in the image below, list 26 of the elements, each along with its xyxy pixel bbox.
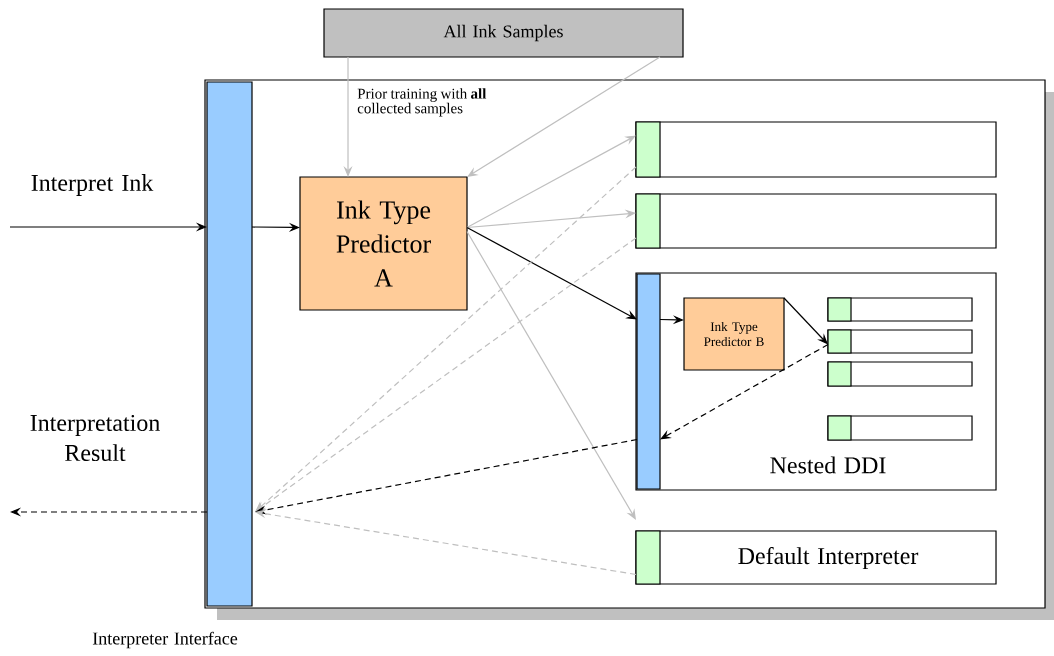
arrow [660,343,829,440]
edge-label: Interpret Ink [31,174,154,196]
edge-label: Interpretation Result [30,414,160,462]
samples-box: All Ink Samples [323,8,684,58]
arrow [466,226,637,320]
arrow [466,230,636,520]
interpreter-slot [827,415,973,441]
interpreter-slot [827,329,973,354]
predictor-box: Ink Type Predictor B [683,297,785,371]
arrow [466,135,636,229]
arrow [255,438,638,515]
arrow [466,209,636,229]
arrow [255,166,637,512]
interface-bar [206,81,253,607]
interpreter-slot [635,121,997,178]
arrow [255,509,637,576]
note: Prior training with all collected samples [357,88,487,117]
interpreter-slot [827,361,973,387]
interpreter-slot: Default Interpreter [635,530,997,585]
node-label: Interpreter Interface [92,631,238,649]
arrow [255,237,637,512]
interface-bar [636,273,661,490]
predictor-box: Ink Type Predictor A [299,176,468,311]
arrow [467,56,661,177]
interpreter-slot [827,297,973,322]
interpreter-slot [635,193,997,249]
